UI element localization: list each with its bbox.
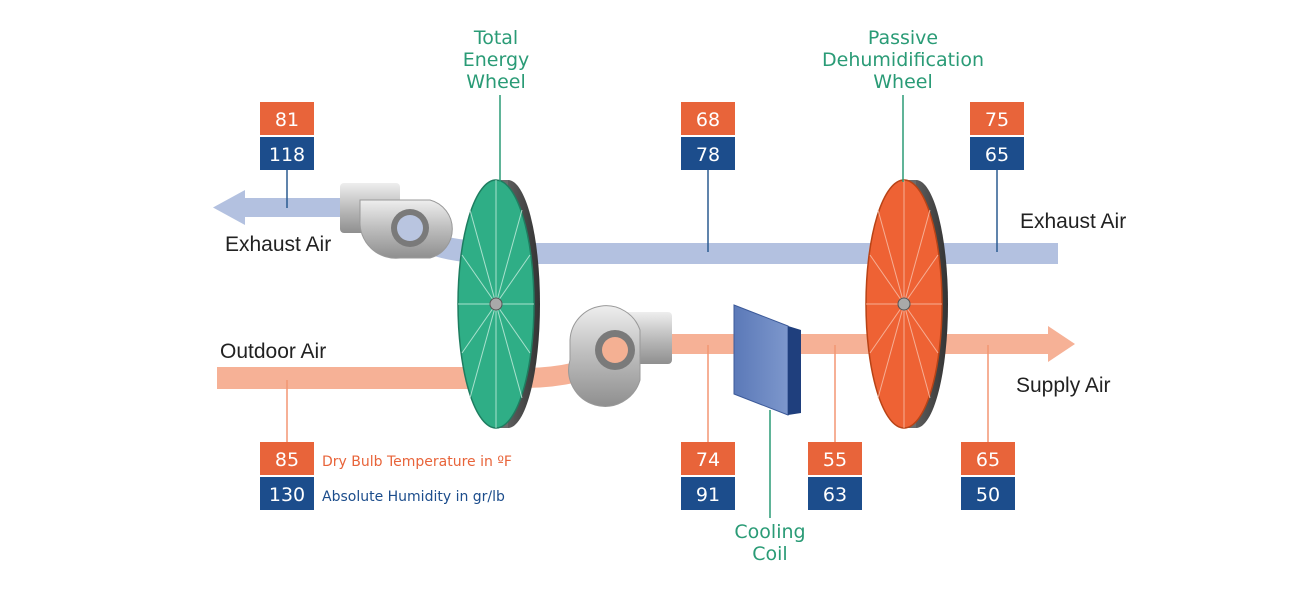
svg-text:Energy: Energy — [463, 49, 530, 71]
exhaust-arrow — [213, 190, 245, 225]
reading-humidity: 63 — [823, 484, 847, 506]
svg-text:Wheel: Wheel — [873, 71, 933, 93]
svg-text:Wheel: Wheel — [466, 71, 526, 93]
supply-fan — [568, 305, 672, 407]
exhaust-duct-left — [240, 198, 345, 217]
supply-air-label: Supply Air — [1016, 374, 1111, 397]
reading-temp: 74 — [696, 449, 720, 471]
reading-supply: 65 50 — [961, 442, 1015, 510]
supply-arrow — [1048, 326, 1075, 362]
reading-humidity: 50 — [976, 484, 1000, 506]
legend-humidity: Absolute Humidity in gr/lb — [322, 489, 505, 505]
reading-post-coil: 55 63 — [808, 442, 862, 510]
dehum-wheel-label: Passive Dehumidification Wheel — [822, 27, 984, 93]
supply-duct-right — [935, 334, 1052, 354]
exhaust-duct-middle — [520, 243, 900, 264]
svg-text:Passive: Passive — [868, 27, 938, 49]
outdoor-duct — [217, 367, 485, 389]
reading-humidity: 91 — [696, 484, 720, 506]
total-energy-wheel — [457, 179, 540, 429]
energy-wheel-label: Total Energy Wheel — [463, 27, 530, 93]
reading-leaders — [286, 168, 998, 252]
reading-temp: 75 — [985, 109, 1009, 131]
exhaust-duct-right — [930, 243, 1058, 264]
reading-humidity: 130 — [269, 484, 305, 506]
reading-return-in: 75 65 — [970, 102, 1024, 170]
outdoor-air-label: Outdoor Air — [220, 340, 326, 363]
legend-temp: Dry Bulb Temperature in ºF — [322, 454, 512, 470]
exhaust-fan — [340, 183, 453, 259]
cooling-coil-label: Cooling Coil — [734, 521, 805, 565]
reading-pre-coil: 74 91 — [681, 442, 735, 510]
reading-temp: 68 — [696, 109, 720, 131]
exhaust-air-label-left: Exhaust Air — [225, 233, 331, 256]
exhaust-air-label-right: Exhaust Air — [1020, 210, 1126, 233]
svg-text:Dehumidification: Dehumidification — [822, 49, 984, 71]
passive-dehumidification-wheel — [865, 179, 948, 429]
reading-humidity: 118 — [269, 144, 305, 166]
reading-temp: 55 — [823, 449, 847, 471]
reading-leaders-supply — [286, 345, 989, 442]
reading-temp: 81 — [275, 109, 299, 131]
svg-text:Coil: Coil — [752, 543, 787, 565]
svg-text:Total: Total — [473, 27, 518, 49]
reading-temp: 85 — [275, 449, 299, 471]
reading-exhaust-out: 81 118 — [260, 102, 314, 170]
reading-temp: 65 — [976, 449, 1000, 471]
reading-humidity: 65 — [985, 144, 1009, 166]
reading-return-mid: 68 78 — [681, 102, 735, 170]
cooling-coil — [733, 304, 801, 518]
reading-outdoor: 85 130 — [260, 442, 314, 510]
svg-text:Cooling: Cooling — [734, 521, 805, 543]
reading-humidity: 78 — [696, 144, 720, 166]
